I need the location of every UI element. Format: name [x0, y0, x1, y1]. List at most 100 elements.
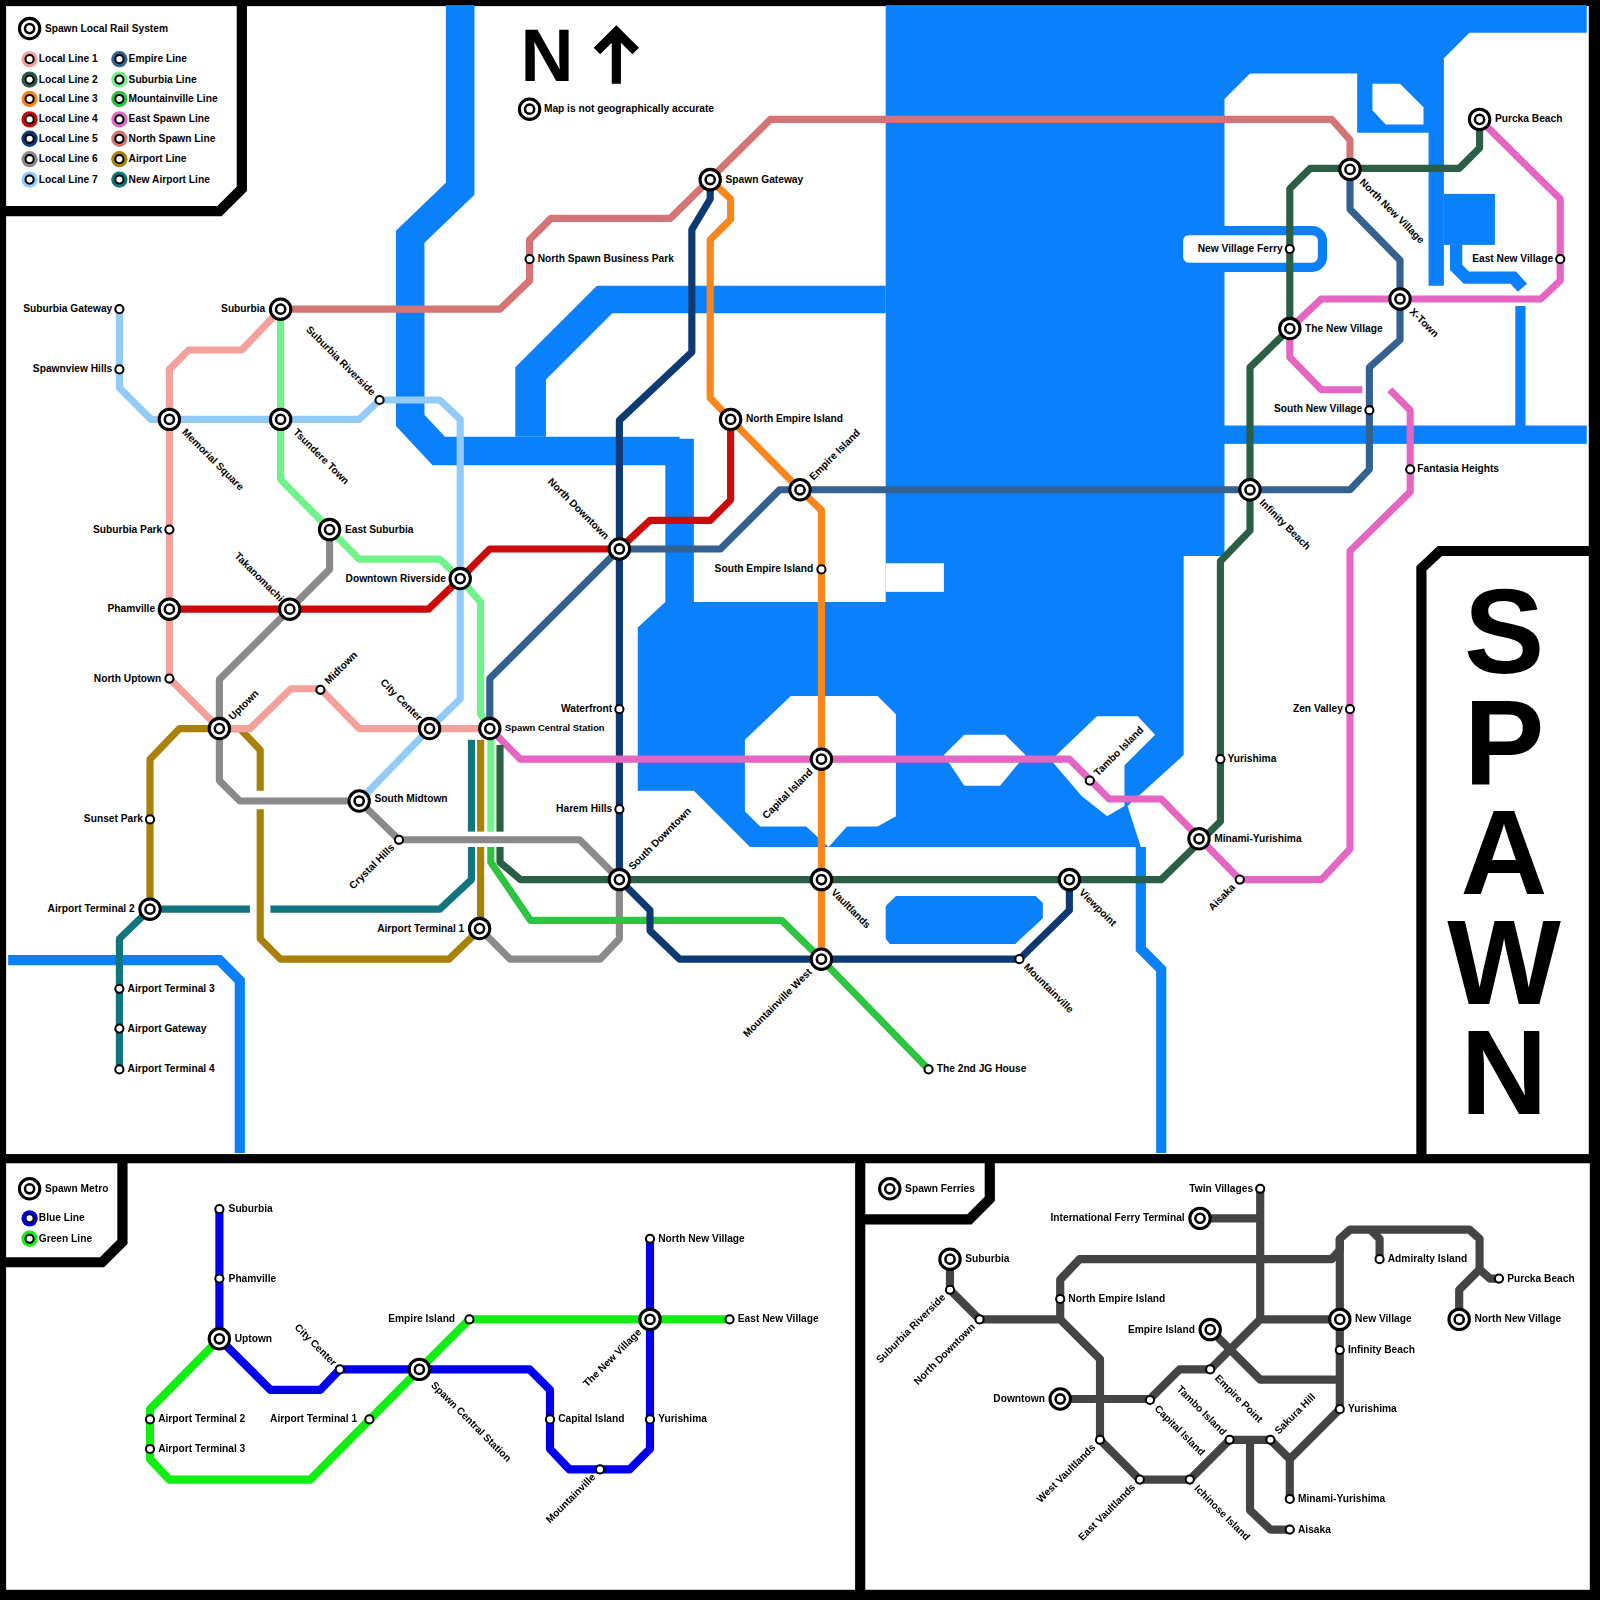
- station: [336, 1365, 344, 1373]
- station: [1286, 245, 1294, 253]
- station: [395, 836, 403, 844]
- interchange-station: [415, 1365, 424, 1374]
- station-label: North Empire Island: [746, 413, 843, 425]
- legend-swatch-dot: [115, 176, 123, 184]
- interchange-station: [885, 1184, 894, 1193]
- station: [1236, 876, 1244, 884]
- station-label: Airport Terminal 3: [158, 1443, 245, 1455]
- river: [1214, 426, 1586, 444]
- station: [1216, 755, 1224, 763]
- interchange-station: [1330, 1309, 1350, 1329]
- station: [1226, 1436, 1234, 1444]
- legend-swatch: [21, 111, 37, 127]
- legend-border: [860, 1158, 990, 1219]
- interchange-station: [811, 869, 831, 889]
- legend-swatch: [21, 71, 37, 87]
- legend-swatch-dot: [26, 1214, 34, 1222]
- station-label: Fantasia Heights: [1417, 463, 1499, 475]
- ferry-route: [950, 1259, 1290, 1499]
- legend-swatch-dot: [26, 115, 34, 123]
- legend-text: Green Line: [39, 1233, 92, 1245]
- interchange-station: [409, 1359, 429, 1379]
- sea: [638, 5, 1587, 847]
- interchange-station: [1189, 829, 1209, 849]
- station-label: North New Village: [1474, 1313, 1561, 1325]
- rail-line: [468, 740, 475, 832]
- station-label: Twin Villages: [1189, 1183, 1253, 1195]
- legend-swatch-dot: [26, 55, 34, 63]
- interchange-station: [1195, 1214, 1204, 1223]
- station: [1365, 406, 1373, 414]
- interchange-station: [25, 1184, 34, 1193]
- interchange-station: [1475, 115, 1484, 124]
- rail-line: [1290, 119, 1560, 389]
- rail-line: [260, 809, 480, 959]
- legend-swatch-dot: [26, 176, 34, 184]
- rail-line: [150, 1319, 730, 1479]
- ferry-route: [1210, 1330, 1340, 1380]
- station: [376, 396, 384, 404]
- interchange-station: [1245, 485, 1254, 494]
- interchange-station: [280, 599, 300, 619]
- pond: [886, 896, 1043, 944]
- station: [646, 1235, 654, 1243]
- station-label: Spawn Central Station: [505, 723, 605, 734]
- station-label: Yurishima: [658, 1413, 707, 1425]
- lake: [1444, 194, 1495, 245]
- station: [115, 1065, 123, 1073]
- ferry-route: [1250, 1440, 1290, 1530]
- station-label: Purcka Beach: [1507, 1272, 1575, 1284]
- station-label: Sunset Park: [84, 813, 143, 825]
- rail-line: [619, 180, 1069, 960]
- ferry-harbour: [1179, 231, 1323, 268]
- station: [1376, 1255, 1384, 1263]
- station: [1186, 1476, 1194, 1484]
- interchange-station: [25, 24, 34, 33]
- rail-line: [219, 1209, 650, 1469]
- station: [465, 1315, 473, 1323]
- interchange-station: [525, 105, 534, 114]
- station: [1256, 1185, 1264, 1193]
- station-label: South Empire Island: [715, 563, 814, 575]
- station: [165, 674, 173, 682]
- interchange-station: [165, 415, 174, 424]
- ferry-route: [1060, 1230, 1499, 1320]
- ferry-route: [1060, 1319, 1340, 1399]
- station-label: Airport Terminal 1: [270, 1413, 357, 1425]
- interchange-station: [817, 875, 826, 884]
- interchange-station: [817, 955, 826, 964]
- interchange-station: [19, 1179, 39, 1199]
- rail-line: [169, 419, 730, 609]
- station-label: Waterfront: [561, 703, 612, 715]
- legend-text: Local Line 1: [39, 53, 98, 65]
- legend-swatch-dot: [26, 135, 34, 143]
- legend-swatch: [111, 91, 127, 107]
- station: [924, 1065, 932, 1073]
- station-label: Airport Terminal 2: [48, 903, 135, 915]
- legend-text: Local Line 5: [39, 133, 98, 145]
- station: [615, 805, 623, 813]
- station-label: Airport Gateway: [128, 1022, 207, 1034]
- station: [1336, 1405, 1344, 1413]
- legend-border: [0, 0, 242, 211]
- station: [546, 1415, 554, 1423]
- interchange-station: [276, 415, 285, 424]
- station: [976, 1315, 984, 1323]
- station-label: Minami-Yurishima: [1298, 1493, 1385, 1505]
- interchange-station: [1194, 834, 1203, 843]
- interchange-station: [209, 1329, 229, 1349]
- legend-text: Airport Line: [129, 153, 187, 165]
- interchange-station: [1345, 165, 1354, 174]
- station: [215, 1205, 223, 1213]
- legend-swatch-dot: [26, 1235, 34, 1243]
- station-label: Aisaka: [1298, 1523, 1331, 1535]
- station-label: Purcka Beach: [1495, 113, 1563, 125]
- rail-line: [496, 745, 503, 832]
- rail-line: [710, 180, 821, 960]
- station: [115, 985, 123, 993]
- interchange-station: [1056, 1394, 1065, 1403]
- rail-line: [490, 390, 1410, 880]
- interchange-station: [640, 1309, 660, 1329]
- legend-swatch: [111, 151, 127, 167]
- rail-line: [119, 909, 250, 1069]
